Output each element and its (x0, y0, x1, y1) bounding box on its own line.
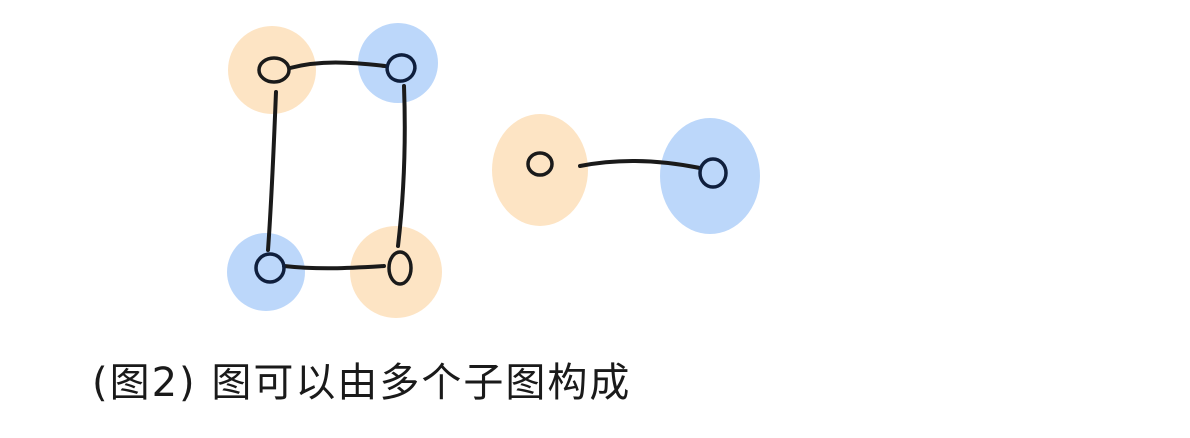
edge-c-d (282, 264, 386, 271)
vertex-b (385, 53, 417, 83)
vertex-c (254, 252, 286, 284)
edge-e-f (578, 158, 702, 170)
vertex-marks (254, 53, 728, 286)
vertex-e (526, 151, 554, 177)
vertex-d (387, 250, 413, 286)
figure-caption: (图2) 图可以由多个子图构成 (92, 360, 632, 406)
edge-b-d (396, 84, 407, 248)
node-e-halo (492, 114, 588, 226)
node-b-halo (358, 23, 438, 103)
edge-a-b (288, 60, 387, 70)
node-halos (227, 23, 760, 318)
node-c-halo (227, 233, 305, 311)
edge-a-c (266, 90, 278, 252)
node-a-halo (228, 26, 316, 114)
vertex-a (257, 56, 291, 84)
node-f-halo (660, 118, 760, 234)
subgraph-1-edges (266, 60, 407, 271)
node-d-halo (350, 226, 442, 318)
subgraph-2-edges (578, 158, 702, 170)
vertex-f (698, 157, 728, 189)
